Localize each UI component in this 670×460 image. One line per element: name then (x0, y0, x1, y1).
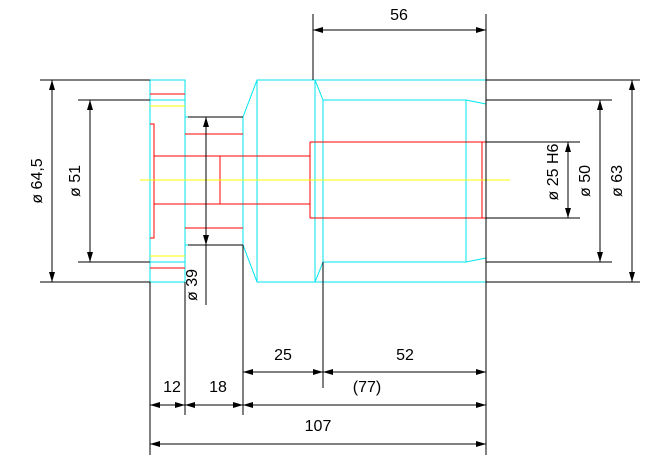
dim-dia-25h6: ø 25 H6 (545, 143, 562, 200)
dim-top-56: 56 (390, 7, 408, 24)
dim-dia-63: ø 63 (609, 165, 626, 197)
body-outline (315, 79, 487, 283)
body-chamfer (314, 79, 324, 283)
center-lines (140, 105, 510, 257)
dim-len-52: 52 (396, 347, 414, 364)
dim-len-12: 12 (163, 379, 181, 396)
dim-len-77: (77) (353, 379, 381, 396)
body-end-chamfer (465, 99, 487, 263)
dim-len-18: 18 (209, 379, 227, 396)
arrowheads (49, 27, 635, 447)
neck-outline (185, 116, 244, 246)
flange-outline (149, 79, 186, 283)
bore-lines (150, 93, 486, 269)
dim-len-25: 25 (274, 347, 292, 364)
dim-dia-50: ø 50 (577, 165, 594, 197)
dim-dia-64-5: ø 64,5 (29, 158, 46, 203)
collar-outline (242, 79, 316, 283)
part-outline (149, 79, 487, 283)
dim-dia-39: ø 39 (184, 269, 201, 301)
dimension-lines (40, 14, 640, 455)
dim-dia-51: ø 51 (67, 165, 84, 197)
dim-len-107: 107 (305, 418, 332, 435)
